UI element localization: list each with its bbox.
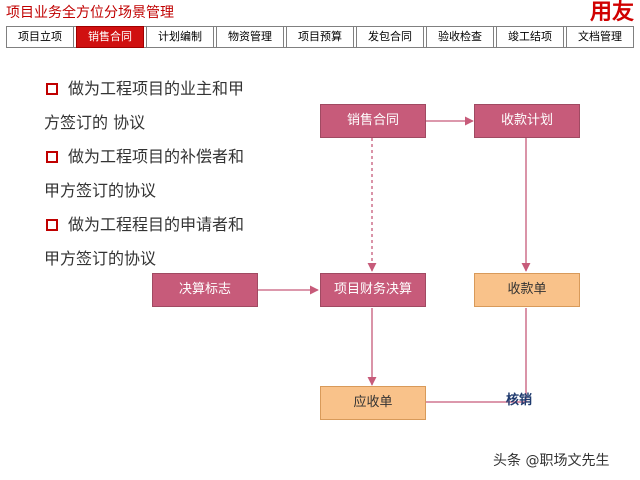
tab-label: 发包合同: [368, 30, 412, 43]
tab-plan-preparation[interactable]: 计划编制: [146, 26, 214, 48]
flow-node-project-settlement: 项目财务决算: [320, 273, 426, 307]
bullet-item-1-cont: 方签订的 协议: [44, 113, 146, 132]
tab-label: 物资管理: [228, 30, 272, 43]
write-off-label: 核销: [506, 393, 533, 408]
tab-label: 文档管理: [578, 30, 622, 43]
square-bullet-icon: [46, 83, 58, 95]
flow-node-settlement-flag: 决算标志: [152, 273, 258, 307]
tab-label: 计划编制: [158, 30, 202, 43]
contract-description-list: 做为工程项目的业主和甲 方签订的 协议 做为工程项目的补偿者和 甲方签订的协议 …: [44, 72, 294, 276]
tab-project-initiation[interactable]: 项目立项: [6, 26, 74, 48]
tab-label: 项目立项: [18, 30, 62, 43]
flow-node-payment-plan: 收款计划: [474, 104, 580, 138]
bullet-item-1: 做为工程项目的业主和甲: [44, 72, 294, 106]
bullet-item-3-cont: 甲方签订的协议: [44, 249, 157, 268]
flow-node-receivable: 应收单: [320, 386, 426, 420]
tab-label: 项目预算: [298, 30, 342, 43]
tab-sales-contract[interactable]: 销售合同: [76, 26, 144, 48]
tab-completion[interactable]: 竣工结项: [496, 26, 564, 48]
bullet-item-2: 做为工程项目的补偿者和: [44, 140, 294, 174]
write-off-link: [424, 308, 527, 403]
process-tab-bar: 项目立项 销售合同 计划编制 物资管理 项目预算 发包合同 验收检查 竣工结项 …: [6, 26, 634, 48]
tab-document-management[interactable]: 文档管理: [566, 26, 634, 48]
tab-label: 销售合同: [88, 30, 132, 43]
bullet-text: 做为工程程目的申请者和: [68, 215, 245, 234]
logo-text: 用友: [589, 0, 634, 22]
square-bullet-icon: [46, 219, 58, 231]
page-title: 项目业务全方位分场景管理: [6, 5, 174, 21]
watermark: 头条 @职场文先生: [493, 453, 610, 469]
tab-project-budget[interactable]: 项目预算: [286, 26, 354, 48]
flow-node-sales-contract: 销售合同: [320, 104, 426, 138]
company-logo: 用友: [574, 0, 634, 22]
bullet-text: 做为工程项目的补偿者和: [68, 147, 245, 166]
bullet-item-3: 做为工程程目的申请者和: [44, 208, 294, 242]
flow-node-receipt: 收款单: [474, 273, 580, 307]
tab-label: 竣工结项: [508, 30, 552, 43]
tab-subcontract[interactable]: 发包合同: [356, 26, 424, 48]
bullet-item-2-cont: 甲方签订的协议: [44, 181, 157, 200]
tab-acceptance-inspection[interactable]: 验收检查: [426, 26, 494, 48]
bullet-text: 做为工程项目的业主和甲: [68, 79, 245, 98]
tab-label: 验收检查: [438, 30, 482, 43]
tab-materials-management[interactable]: 物资管理: [216, 26, 284, 48]
square-bullet-icon: [46, 151, 58, 163]
